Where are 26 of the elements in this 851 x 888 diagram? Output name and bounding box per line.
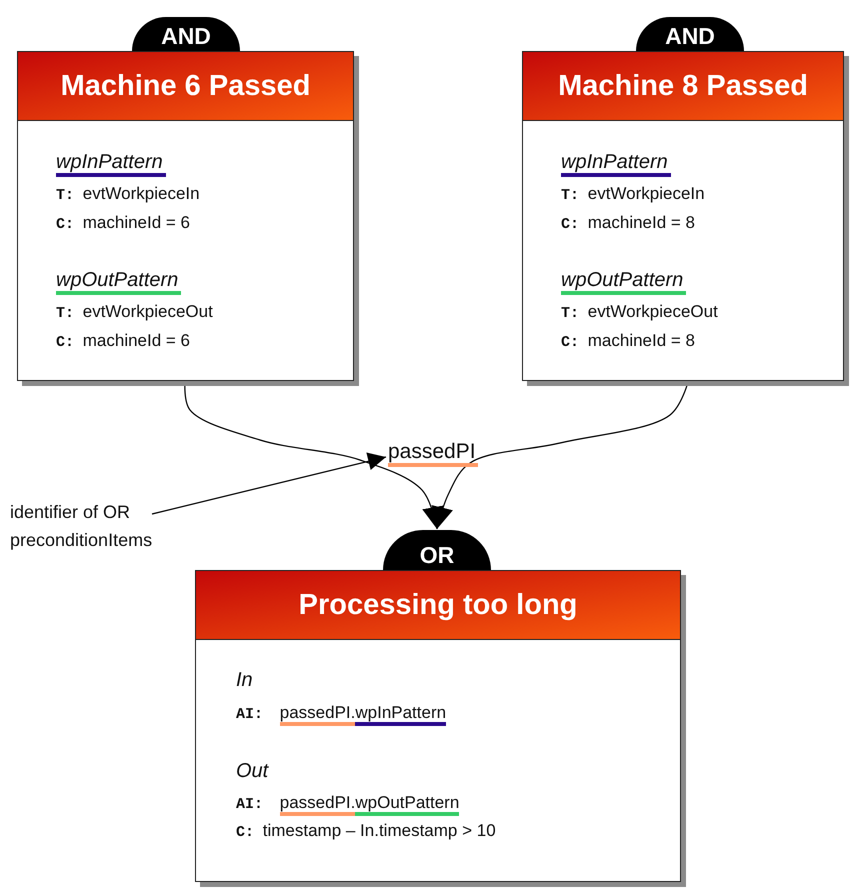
section-heading: In [236,669,253,692]
condition-text: T: evtWorkpieceOut [56,302,213,322]
condition-text: C: machineId = 6 [56,213,190,233]
condition-text: C: machineId = 8 [561,331,696,351]
pattern-name: wpOutPattern [56,269,182,292]
section-heading: Out [236,760,268,783]
card-title: Machine 8 Passed [523,52,843,121]
pattern-name: wpOutPattern [561,269,686,292]
card-title: Processing too long [196,571,680,640]
condition-text: T: evtWorkpieceIn [561,184,705,204]
gate-label: AND [161,22,211,51]
action-input: AI: passedPI.wpOutPattern [236,793,460,813]
condition-text: T: evtWorkpieceOut [561,302,718,322]
condition-text: C: timestamp – In.timestamp > 10 [236,821,496,841]
pattern-name: wpInPattern [56,151,166,174]
condition-text: C: machineId = 6 [56,331,190,351]
leader-arrow [152,452,386,515]
condition-text: C: machineId = 8 [561,213,696,233]
card-title: Machine 6 Passed [18,52,353,121]
gate-label: OR [420,541,454,570]
gate-label: AND [665,22,715,51]
condition-text: T: evtWorkpieceIn [56,184,200,204]
annotation-text: identifier of OR preconditionItems [10,498,235,554]
pattern-name: wpInPattern [561,151,671,174]
action-input: AI: passedPI.wpInPattern [236,703,446,723]
identifier-label: passedPI [388,440,500,464]
